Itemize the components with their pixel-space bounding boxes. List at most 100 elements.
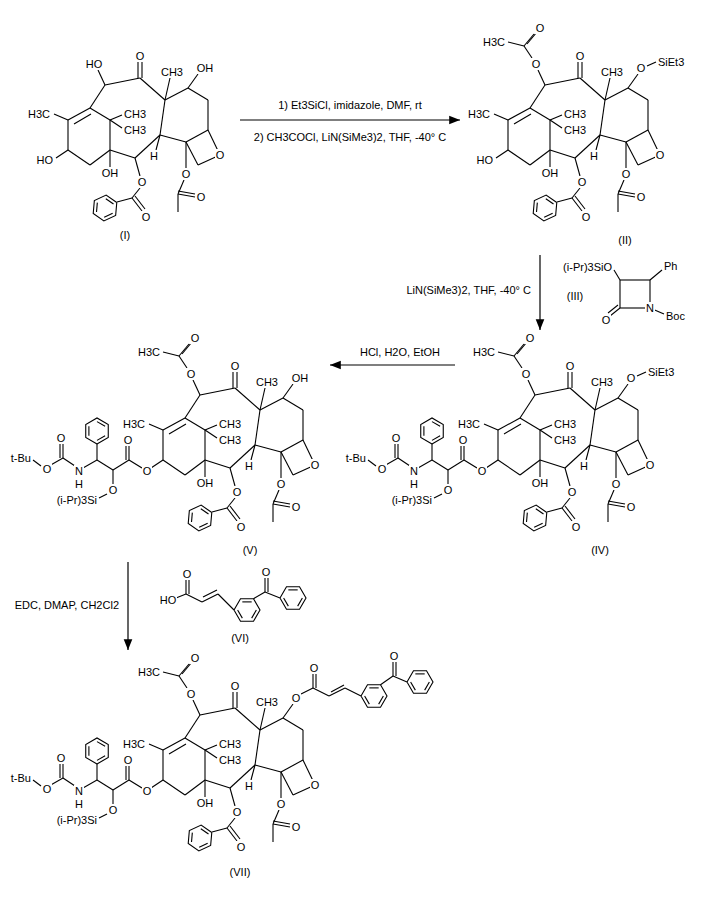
bond-line	[590, 445, 616, 452]
bond-line	[448, 460, 464, 470]
bond-line	[284, 598, 289, 606]
bond-line	[203, 590, 217, 597]
bond-line	[407, 671, 433, 694]
bond-line	[393, 676, 407, 682]
bond-line	[607, 504, 608, 522]
atom-label: H	[579, 460, 589, 472]
bond-line	[575, 158, 580, 176]
atom-label: CH3	[123, 108, 147, 120]
bond-line	[617, 194, 618, 212]
bond-line	[265, 592, 280, 598]
bond-line	[530, 108, 550, 120]
bond-line	[281, 760, 303, 772]
bond-line	[577, 62, 578, 78]
atom-label: O	[310, 459, 321, 471]
atom-label: O	[182, 568, 193, 580]
atom-label: CH3	[218, 434, 242, 446]
bond-line	[255, 765, 281, 772]
bond-line	[125, 446, 126, 460]
atom-label: O	[142, 785, 153, 797]
atom-label: N	[74, 465, 84, 477]
bond-line	[90, 108, 110, 120]
bond-line	[33, 460, 41, 466]
bond-line	[205, 460, 230, 468]
bond-line	[331, 685, 344, 692]
bond-line	[110, 120, 122, 128]
atom-label: O	[626, 372, 637, 384]
bond-line	[238, 610, 243, 618]
atom-label: (i-Pr)3Si	[56, 494, 98, 506]
bond-line	[205, 745, 217, 750]
bond-line	[204, 460, 205, 477]
atom-label: O	[309, 662, 320, 674]
atom-label: HO	[476, 154, 495, 166]
atom-label: HO	[36, 154, 55, 166]
bond-line	[608, 501, 625, 504]
bond-line	[67, 120, 68, 150]
bond-line	[251, 765, 255, 780]
bond-line	[251, 445, 255, 460]
atom-label: O	[525, 332, 536, 344]
bond-line	[83, 780, 97, 788]
atom-label: O	[535, 22, 546, 34]
bond-line	[397, 444, 398, 458]
bond-line	[260, 388, 265, 410]
bond-line	[54, 114, 68, 120]
bond-line	[520, 395, 535, 418]
bond-line	[514, 344, 524, 356]
bond-line	[539, 430, 540, 460]
bond-line	[163, 780, 185, 795]
atom-label: O	[626, 501, 637, 513]
bond-line	[169, 424, 186, 434]
bond-line	[550, 115, 562, 120]
bond-line	[129, 780, 142, 788]
bond-line	[590, 410, 595, 445]
bond-line	[188, 505, 212, 531]
atom-label: O	[123, 754, 134, 766]
bond-line	[255, 410, 260, 445]
atom-label: O	[443, 484, 454, 496]
bond-line	[188, 580, 189, 594]
bond-line	[595, 398, 618, 410]
compound-number: (VII)	[229, 866, 252, 878]
bond-line	[626, 142, 638, 165]
bond-line	[628, 74, 638, 88]
atom-label: N	[409, 465, 419, 477]
atom-label: O	[567, 486, 578, 498]
bond-line	[312, 674, 313, 688]
bond-line	[486, 460, 498, 468]
bond-line	[280, 452, 281, 478]
atom-label: H	[244, 460, 254, 472]
atom-label: O	[123, 434, 134, 446]
atom-label: O	[521, 368, 532, 380]
atom-label: O	[458, 434, 469, 446]
bond-line	[185, 580, 186, 594]
bond-line	[575, 196, 585, 209]
atom-label: OH	[531, 477, 550, 489]
bond-line	[280, 772, 281, 798]
bond-line	[109, 150, 110, 167]
bond-line	[163, 672, 179, 676]
atom-label: O	[142, 465, 153, 477]
bond-line	[151, 780, 163, 788]
bond-line	[302, 730, 303, 760]
bond-line	[549, 120, 550, 150]
bond-line	[547, 508, 562, 512]
atom-label: O	[42, 783, 53, 795]
atom-label: N	[74, 785, 84, 797]
bond-line	[567, 372, 568, 388]
atom-label: Boc	[665, 310, 686, 322]
bond-line	[117, 198, 132, 202]
bond-line	[252, 610, 257, 618]
bond-line	[361, 685, 387, 708]
atom-label: O	[190, 652, 201, 664]
bond-line	[109, 120, 110, 150]
bond-line	[616, 452, 628, 475]
compound-number: (VI)	[230, 632, 250, 644]
bond-line	[447, 470, 448, 484]
bond-line	[313, 688, 329, 696]
bond-line	[62, 444, 63, 458]
atom-label: H3C	[122, 418, 146, 430]
bond-line	[381, 676, 394, 685]
bond-line	[110, 115, 122, 120]
